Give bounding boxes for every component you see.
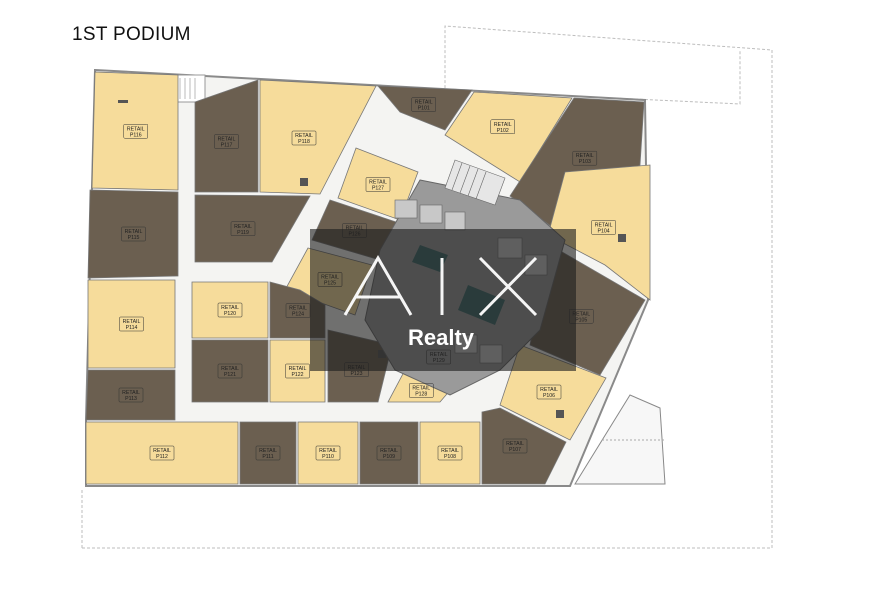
unit-p120[interactable] <box>191 281 269 339</box>
unit-label-box <box>409 383 434 398</box>
unit-label-box <box>490 119 515 134</box>
unit-label-box <box>285 363 310 379</box>
brand-name: Realty <box>408 325 475 350</box>
site-boundary <box>81 25 773 549</box>
unit-p110[interactable] <box>297 421 359 485</box>
unit-p113[interactable] <box>85 369 176 421</box>
unit-label-box <box>437 445 463 461</box>
unit-label-box <box>119 316 144 332</box>
unit-label-box <box>123 124 148 139</box>
unit-label-box <box>291 130 317 146</box>
unit-label-box <box>365 177 391 192</box>
unit-p109[interactable] <box>359 421 419 485</box>
unit-p117[interactable] <box>194 79 259 193</box>
unit-p111[interactable] <box>239 421 297 485</box>
stair-icon <box>444 159 506 206</box>
unit-label-box <box>217 302 243 318</box>
unit-label-box <box>572 150 598 166</box>
unit-label-box <box>118 387 144 403</box>
unit-label-box <box>121 226 146 242</box>
unit-label-box <box>315 445 341 461</box>
unit-label-box <box>591 220 616 235</box>
unit-p108[interactable] <box>419 421 481 485</box>
unit-label-box <box>502 438 528 454</box>
unit-p121[interactable] <box>191 339 269 403</box>
unit-label-box <box>217 363 243 379</box>
unit-label-box <box>411 97 436 112</box>
unit-label-box <box>230 221 256 236</box>
unit-p104[interactable] <box>547 164 651 301</box>
unit-label-box <box>255 445 281 461</box>
unit-p115[interactable] <box>87 189 179 279</box>
unit-label-box <box>214 134 239 149</box>
unit-p107[interactable] <box>481 407 567 485</box>
unit-p119[interactable] <box>194 194 311 263</box>
unit-p116[interactable] <box>91 71 179 191</box>
unit-label-box <box>149 445 175 461</box>
unit-p101[interactable] <box>377 85 473 131</box>
ramp-area <box>574 394 666 485</box>
brand-logo <box>343 255 538 317</box>
unit-p118[interactable] <box>259 79 377 195</box>
unit-p112[interactable] <box>85 421 239 485</box>
watermark: Realty <box>310 229 576 371</box>
unit-p114[interactable] <box>87 279 176 369</box>
unit-label-box <box>536 384 562 400</box>
page-title: 1ST PODIUM <box>72 24 191 45</box>
unit-label-box <box>376 445 402 461</box>
